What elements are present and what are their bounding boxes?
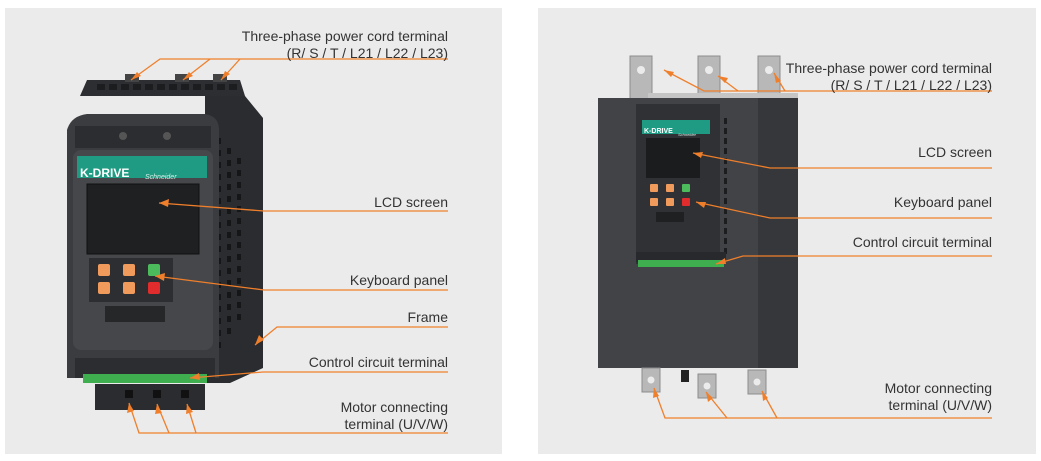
- right-motor-label-line1: Motor connecting: [884, 380, 992, 396]
- right-power-terminals: [629, 55, 781, 105]
- right-lcd-label: LCD screen: [918, 144, 992, 160]
- left-panel: K-DRIVE Schneider Three-phase power cord…: [5, 8, 502, 454]
- left-power-label-line2: (R/ S / T / L21 / L22 / L23): [286, 45, 448, 61]
- left-keyboard-label: Keyboard panel: [349, 272, 448, 288]
- left-motor-label-line2: terminal (U/V/W): [344, 416, 448, 432]
- right-power-label-line2: (R/ S / T / L21 / L22 / L23): [830, 77, 992, 93]
- left-brand-text: K-DRIVE: [80, 166, 130, 180]
- left-model-text: Schneider: [145, 174, 177, 181]
- left-keyboard-panel: [89, 258, 173, 302]
- right-control-label: Control circuit terminal: [852, 234, 992, 250]
- left-lcd-label: LCD screen: [374, 194, 448, 210]
- left-motor-label-line1: Motor connecting: [340, 399, 448, 415]
- left-control-label: Control circuit terminal: [308, 354, 448, 370]
- left-frame-label: Frame: [407, 309, 448, 325]
- right-control-terminal: [638, 260, 724, 267]
- right-model-text: Schneider: [678, 132, 697, 137]
- right-motor-terminals: [641, 367, 767, 399]
- right-keyboard-label: Keyboard panel: [893, 194, 992, 210]
- left-control-terminal: [83, 374, 207, 383]
- right-brand-bar: [642, 120, 710, 134]
- right-device-illustration: [598, 55, 992, 419]
- right-keyboard-panel: [650, 184, 690, 206]
- right-panel: K-DRIVE Schneider Three-phase power cord…: [538, 8, 1036, 454]
- right-power-label-line1: Three-phase power cord terminal: [785, 60, 992, 76]
- left-device-illustration: [67, 58, 448, 434]
- left-lcd-screen: [86, 183, 200, 255]
- left-power-terminal-block: [80, 74, 245, 96]
- right-lcd-screen: [646, 138, 700, 178]
- left-power-label-line1: Three-phase power cord terminal: [241, 28, 448, 44]
- right-motor-label-line2: terminal (U/V/W): [888, 397, 992, 413]
- right-brand-text: K-DRIVE: [644, 128, 673, 135]
- left-brand-bar: [77, 156, 207, 178]
